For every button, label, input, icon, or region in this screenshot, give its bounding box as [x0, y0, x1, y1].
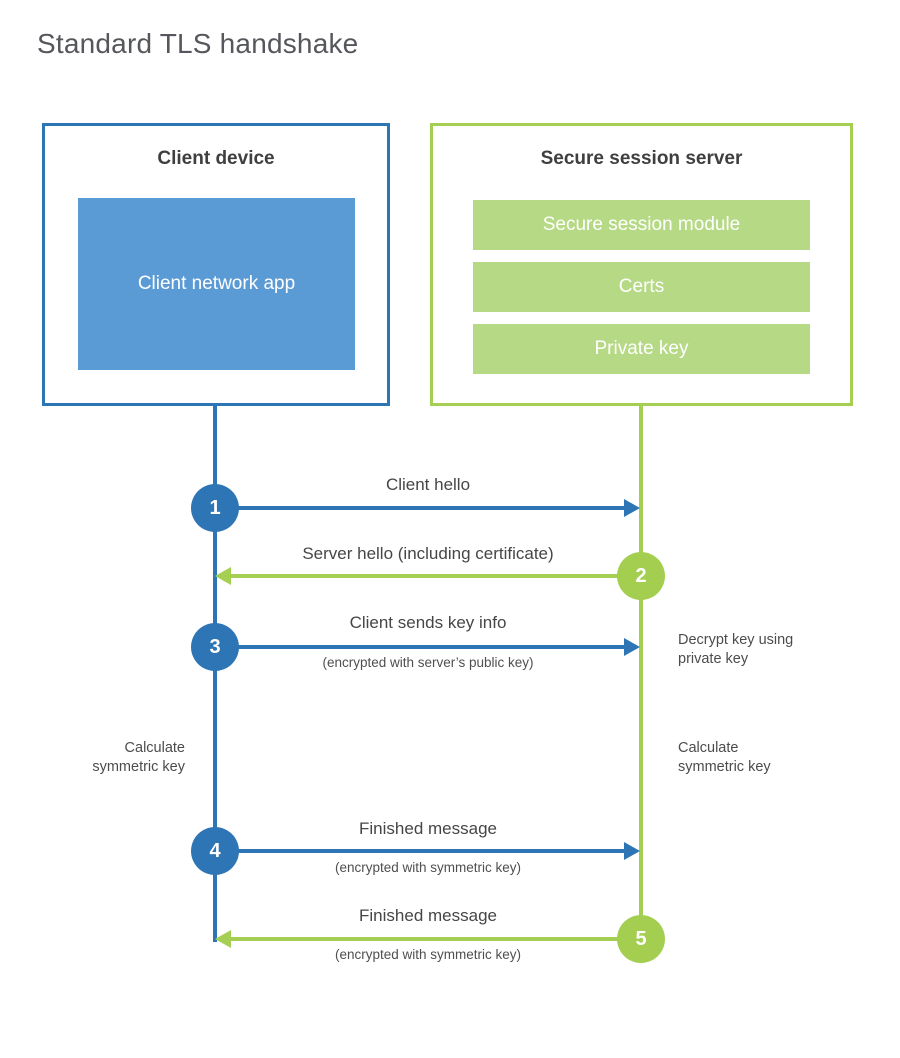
server-module-certs: Certs: [473, 262, 810, 312]
step-1-label: Client hello: [385, 475, 471, 494]
step-3-badge: 3: [191, 623, 239, 671]
arrow-step-2: [231, 574, 626, 578]
step-4-label: Finished message: [359, 819, 497, 838]
page-title: Standard TLS handshake: [37, 28, 359, 59]
server-lifeline: [639, 406, 643, 943]
calculate-symmetric-key-note-server: Calculate symmetric key: [678, 740, 771, 775]
step-3-label: Client sends key info: [349, 613, 507, 632]
step-3-number: 3: [209, 636, 221, 658]
step-2-badge: 2: [617, 552, 665, 600]
step-5-label: Finished message: [359, 906, 497, 925]
step-1-badge: 1: [191, 484, 239, 532]
calculate-symmetric-key-note-client: Calculate symmetric key: [92, 740, 185, 775]
arrowhead-left-icon: [215, 567, 231, 585]
arrow-step-1: [216, 506, 626, 510]
decrypt-key-note: Decrypt key using private key: [678, 632, 794, 667]
client-lifeline: [213, 406, 217, 942]
client-network-app-label: Client network app: [137, 273, 296, 294]
step-5-badge: 5: [617, 915, 665, 963]
step-5-number: 5: [635, 928, 647, 950]
client-network-app-module: Client network app: [78, 198, 355, 370]
arrow-step-3: [216, 645, 626, 649]
step-4-badge: 4: [191, 827, 239, 875]
arrowhead-right-icon: [624, 499, 640, 517]
step-4-number: 4: [209, 840, 221, 862]
client-device-title: Client device: [157, 148, 275, 169]
step-4-sublabel: (encrypted with symmetric key): [334, 860, 522, 875]
step-5-sublabel: (encrypted with symmetric key): [334, 947, 522, 962]
server-title: Secure session server: [540, 148, 743, 169]
server-module-private-key: Private key: [473, 324, 810, 374]
arrow-step-4: [216, 849, 626, 853]
arrowhead-right-icon: [624, 638, 640, 656]
arrowhead-right-icon: [624, 842, 640, 860]
secure-session-server-box: Secure session server Secure session mod…: [430, 123, 853, 406]
server-module-secure-session: Secure session module: [473, 200, 810, 250]
step-2-label: Server hello (including certificate): [302, 544, 554, 563]
arrowhead-left-icon: [215, 930, 231, 948]
client-device-box: Client device Client network app: [42, 123, 390, 406]
step-3-sublabel: (encrypted with server’s public key): [322, 655, 534, 670]
step-1-number: 1: [209, 497, 221, 519]
arrow-step-5: [231, 937, 626, 941]
step-2-number: 2: [635, 565, 647, 587]
